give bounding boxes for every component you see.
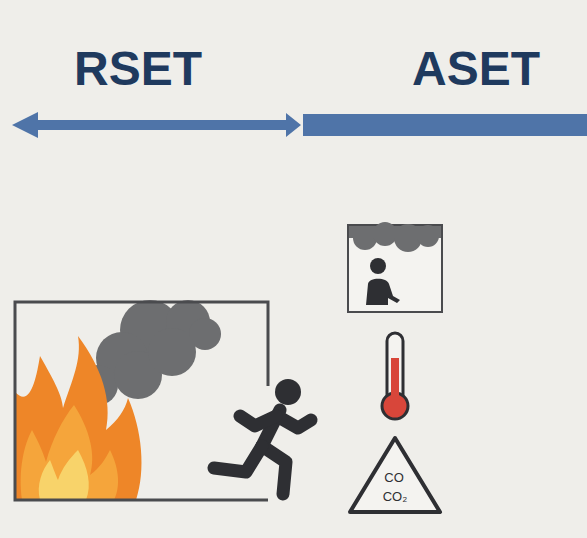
flame-inner [39,450,89,500]
running-person [214,410,311,494]
visibility-frame [348,225,442,312]
gas-label: CO [384,471,404,484]
frame-smoke [349,222,441,252]
phase-label: RSET [74,45,202,93]
timeline-bar [303,114,587,136]
gas-warning-triangle [350,438,440,512]
thermometer [382,333,408,419]
standing-person [366,258,400,305]
flame-middle [21,405,118,500]
double-arrow [12,112,301,138]
timeline-arrow [12,112,587,138]
flame-outer [15,336,142,500]
fire [15,336,142,500]
room-outline [15,302,268,500]
phase-label: ASET [412,45,540,93]
gas-label: CO₂ [383,490,408,503]
person-head [275,379,301,405]
